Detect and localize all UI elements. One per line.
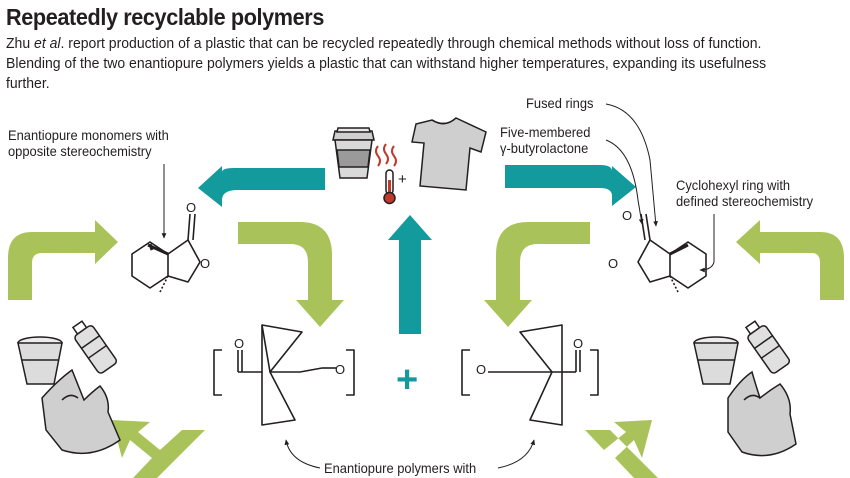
lactone-label: Five-membered γ-butyrolactone	[500, 125, 590, 157]
polymers-label: Enantiopure polymers with	[324, 461, 477, 476]
intro-text: Zhu et al. report production of a plasti…	[6, 34, 793, 94]
page-title: Repeatedly recyclable polymers	[6, 4, 324, 30]
green-arrow-left-lower	[112, 420, 205, 478]
polymer-left-o-carbonyl: O	[234, 336, 244, 351]
monomer-left-structure	[131, 213, 201, 293]
intro-after: . report production of a plastic that ca…	[6, 36, 767, 92]
t-shirt-icon	[411, 117, 487, 191]
monomers-label-line1: Enantiopure monomers with	[8, 128, 169, 143]
plastic-bag-icon-right	[727, 370, 797, 457]
polymer-right-structure	[461, 324, 599, 426]
cyclohexyl-label-line1: Cyclohexyl ring with	[676, 178, 791, 193]
teal-arrow-up	[388, 215, 432, 334]
plastic-cup-icon-right	[693, 336, 739, 385]
monomer-left-o-ring: O	[200, 256, 210, 271]
monomers-label: Enantiopure monomers with opposite stere…	[8, 128, 169, 160]
thermometer-icon	[383, 169, 396, 205]
plastic-cup-icon-left	[17, 336, 63, 385]
lactone-label-line2: γ-butyrolactone	[500, 141, 589, 156]
bottle-icon-right	[744, 320, 791, 374]
blend-plus-sign: +	[396, 359, 418, 401]
monomer-right-structure	[637, 213, 707, 293]
intro-before: Zhu	[6, 36, 35, 52]
polymer-left-structure	[213, 324, 355, 426]
cyclohexyl-label: Cyclohexyl ring with defined stereochemi…	[676, 178, 813, 210]
heat-waves-icon	[375, 143, 397, 167]
intro-italic: et al	[34, 36, 61, 52]
polymer-right-o-carbonyl: O	[573, 336, 583, 351]
polymer-right-o-ester: O	[476, 362, 486, 377]
teal-arrow-right	[505, 165, 636, 206]
green-arrow-left-upper	[8, 220, 118, 300]
green-arrow-right-left	[484, 222, 590, 327]
green-arrow-right-upper	[736, 220, 844, 300]
monomer-right-o-ring: O	[608, 256, 618, 271]
cyclohexyl-label-line2: defined stereochemistry	[676, 194, 814, 209]
monomer-right-o-carbonyl: O	[622, 208, 632, 223]
leader-lines	[161, 103, 715, 469]
green-arrow-left-right	[238, 222, 344, 327]
green-arrow-right-lower	[585, 420, 658, 478]
plastic-bag-icon-left	[41, 368, 121, 455]
monomers-label-line2: opposite stereochemistry	[8, 144, 152, 159]
lactone-label-line1: Five-membered	[500, 125, 591, 140]
polymer-left-o-ester: O	[335, 362, 345, 377]
bottle-icon-left	[71, 320, 118, 374]
fused-rings-label: Fused rings	[526, 96, 594, 111]
teal-arrow-left	[198, 166, 325, 207]
monomer-left-o-carbonyl: O	[186, 200, 196, 215]
thermometer-plus: +	[398, 171, 407, 188]
coffee-cup-icon	[332, 127, 375, 179]
